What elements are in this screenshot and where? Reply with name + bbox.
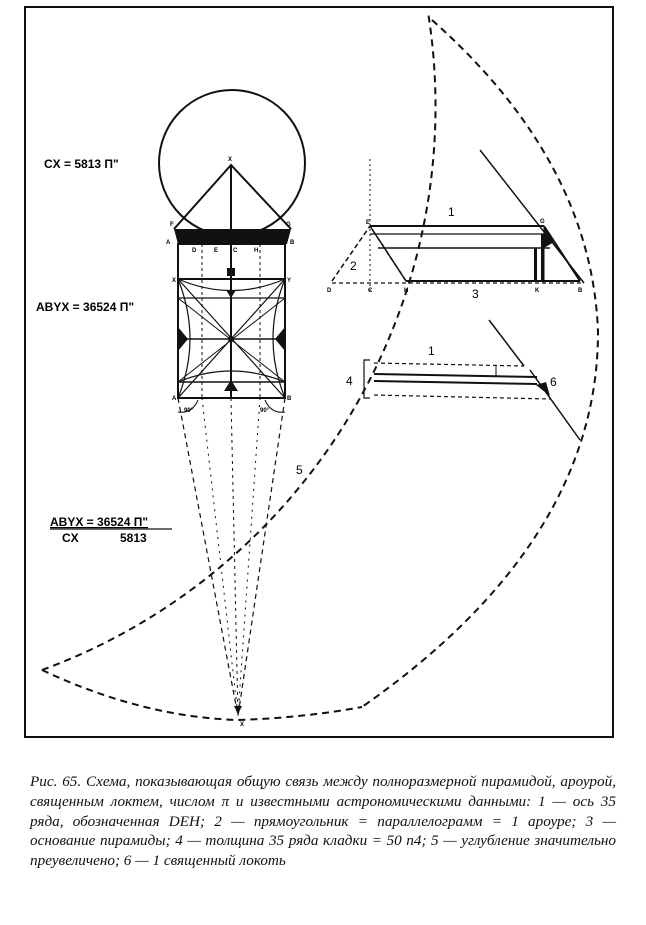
r-pt-d: D [327,288,332,294]
pt-g: G [286,222,291,228]
number-4: 4 [346,374,353,388]
r-pt-g: G [540,219,545,225]
r-eh-line [369,225,407,282]
pt-a-bot: A [172,396,177,402]
number-6: 6 [550,375,557,389]
r-pt-c: C [368,288,373,294]
pt-x-bottom: X [240,722,244,728]
pt-x-top: X [228,157,232,163]
large-dashed-arc [41,11,437,671]
r-pt-e: E [366,220,370,226]
r2-line-a [373,373,538,378]
pt-x-mid: X [172,278,176,284]
upper-arrow-marker [226,290,236,298]
center-dot [228,336,234,342]
figure-frame: CX = 5813 П" ABYX = 36524 П" ABYX = 3652… [24,6,614,738]
figure-caption: Рис. 65. Схема, показывающая общую связь… [30,773,616,870]
funnel-inner-left [201,397,239,717]
r2-long-diagonal [529,369,581,441]
pt-y: Y [287,278,291,284]
r-pt-b: B [578,288,583,294]
number-3: 3 [472,287,479,301]
pt-a: A [166,240,171,246]
left-bracket-marker [178,327,188,351]
pt-d: D [192,248,197,254]
r2-bottom-line [373,394,551,400]
r-k-bar-1 [534,248,537,281]
large-dashed-arc-bottom [41,669,363,722]
funnel-inner-right [237,397,261,717]
angle-90-left: 90° [184,408,194,414]
number-1-lower: 1 [428,344,435,358]
angle-arc-right [264,399,286,413]
large-dashed-arc-right [361,19,600,708]
ratio-numerator: ABYX = 36524 П" [50,515,148,529]
black-band [174,229,291,244]
number-1-top: 1 [448,205,455,219]
r-k-bar-2 [541,234,544,281]
r2-left-bracket [363,359,370,399]
pyramid-arura-cubit-diagram: CX = 5813 П" ABYX = 36524 П" ABYX = 3652… [36,11,600,728]
top-small-marker [227,268,235,276]
pt-b: B [290,240,295,246]
curved-left [177,278,191,399]
r2-top-line [373,362,525,367]
ratio-den-left: CX [62,531,79,545]
r2-line-b [373,380,538,385]
right-bracket-marker [275,327,285,351]
r-g-diagonal [543,225,581,282]
funnel-left [177,397,239,717]
bottom-arrow [234,706,242,714]
ratio-den-right: 5813 [120,531,147,545]
pt-f: F [170,222,174,228]
r-pt-h: H [404,288,408,294]
r-g-wedge [544,226,554,248]
angle-arc-left [177,399,199,413]
r2-diagonal [488,319,525,367]
pt-e: E [214,248,218,254]
label-abyx: ABYX = 36524 П" [36,300,134,314]
pt-h: H [254,248,258,254]
lower-arrow-marker [224,380,238,391]
pyramid-triangle [173,163,292,230]
funnel-right [237,397,286,717]
pt-b-bot: B [287,396,292,402]
number-5: 5 [296,463,303,477]
angle-90-right: 90° [260,408,270,414]
r2-marker-6 [536,382,550,396]
curved-right [272,278,286,399]
number-2: 2 [350,259,357,273]
label-cx: CX = 5813 П" [44,157,119,171]
r-pt-k: K [535,288,540,294]
pt-c: C [233,248,238,254]
curved-bottom [177,370,286,383]
